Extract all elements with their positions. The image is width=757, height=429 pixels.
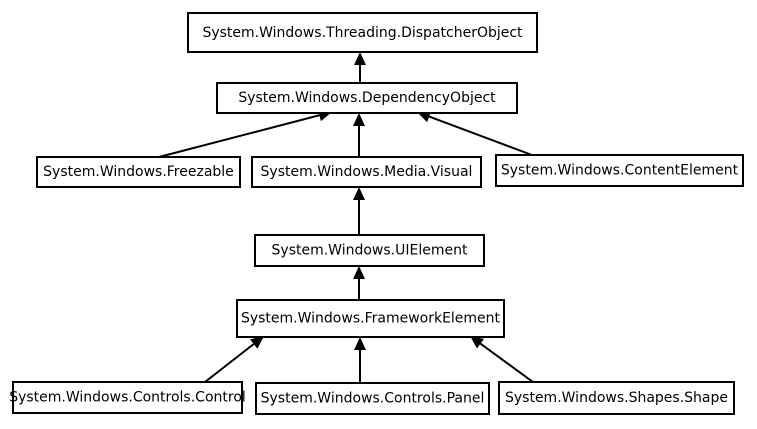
edge-line bbox=[204, 343, 255, 383]
node-dispatcher-object-label: System.Windows.Threading.DispatcherObjec… bbox=[202, 25, 523, 41]
arrowhead-icon bbox=[353, 113, 365, 126]
node-framework-element-label: System.Windows.FrameworkElement bbox=[241, 311, 501, 327]
node-framework-element-box bbox=[236, 299, 505, 338]
arrowhead-icon bbox=[354, 337, 366, 350]
arrowhead-icon bbox=[470, 336, 485, 349]
node-media-visual: System.Windows.Media.Visual bbox=[251, 156, 482, 188]
node-ui-element-box bbox=[254, 234, 485, 267]
arrowhead-icon bbox=[353, 187, 365, 200]
edge-controls_control-to-framework_element bbox=[204, 336, 264, 383]
node-freezable: System.Windows.Freezable bbox=[36, 156, 241, 188]
node-dispatcher-object: System.Windows.Threading.DispatcherObjec… bbox=[187, 12, 538, 53]
edge-framework_element-to-ui_element bbox=[353, 266, 365, 300]
node-shapes-shape: System.Windows.Shapes.Shape bbox=[498, 381, 735, 415]
arrowhead-icon bbox=[354, 52, 366, 65]
node-framework-element: System.Windows.FrameworkElement bbox=[236, 299, 505, 338]
node-content-element: System.Windows.ContentElement bbox=[495, 154, 744, 187]
edge-dependency_object-to-dispatcher_object bbox=[354, 52, 366, 83]
node-controls-panel-label: System.Windows.Controls.Panel bbox=[261, 391, 485, 407]
node-controls-control: System.Windows.Controls.Control bbox=[9, 381, 246, 414]
node-media-visual-box bbox=[251, 156, 482, 188]
edge-line bbox=[428, 115, 533, 156]
node-freezable-label: System.Windows.Freezable bbox=[43, 164, 234, 180]
node-ui-element: System.Windows.UIElement bbox=[254, 234, 485, 267]
node-ui-element-label: System.Windows.UIElement bbox=[272, 243, 468, 259]
node-dependency-object-label: System.Windows.DependencyObject bbox=[238, 90, 496, 106]
node-media-visual-label: System.Windows.Media.Visual bbox=[261, 164, 473, 180]
inheritance-edges bbox=[158, 52, 534, 383]
edge-controls_panel-to-framework_element bbox=[354, 337, 366, 383]
edge-shapes_shape-to-framework_element bbox=[470, 336, 534, 383]
node-content-element-box bbox=[495, 154, 744, 187]
node-controls-panel: System.Windows.Controls.Panel bbox=[255, 382, 490, 415]
edge-ui_element-to-media_visual bbox=[353, 187, 365, 235]
edge-media_visual-to-dependency_object bbox=[353, 113, 365, 157]
edge-freezable-to-dependency_object bbox=[158, 109, 332, 158]
node-controls-panel-box bbox=[255, 382, 490, 415]
edge-content_element-to-dependency_object bbox=[417, 110, 533, 156]
arrowhead-icon bbox=[353, 266, 365, 279]
edge-line bbox=[158, 114, 320, 158]
node-freezable-box bbox=[36, 156, 241, 188]
node-controls-control-label: System.Windows.Controls.Control bbox=[9, 390, 246, 406]
edge-line bbox=[479, 342, 534, 383]
node-dependency-object-box bbox=[216, 82, 518, 114]
node-controls-control-box bbox=[12, 381, 243, 414]
node-dependency-object: System.Windows.DependencyObject bbox=[216, 82, 518, 114]
node-shapes-shape-box bbox=[498, 381, 735, 415]
node-dispatcher-object-box bbox=[187, 12, 538, 53]
node-shapes-shape-label: System.Windows.Shapes.Shape bbox=[505, 390, 728, 406]
node-content-element-label: System.Windows.ContentElement bbox=[501, 163, 739, 179]
arrowhead-icon bbox=[250, 336, 264, 349]
